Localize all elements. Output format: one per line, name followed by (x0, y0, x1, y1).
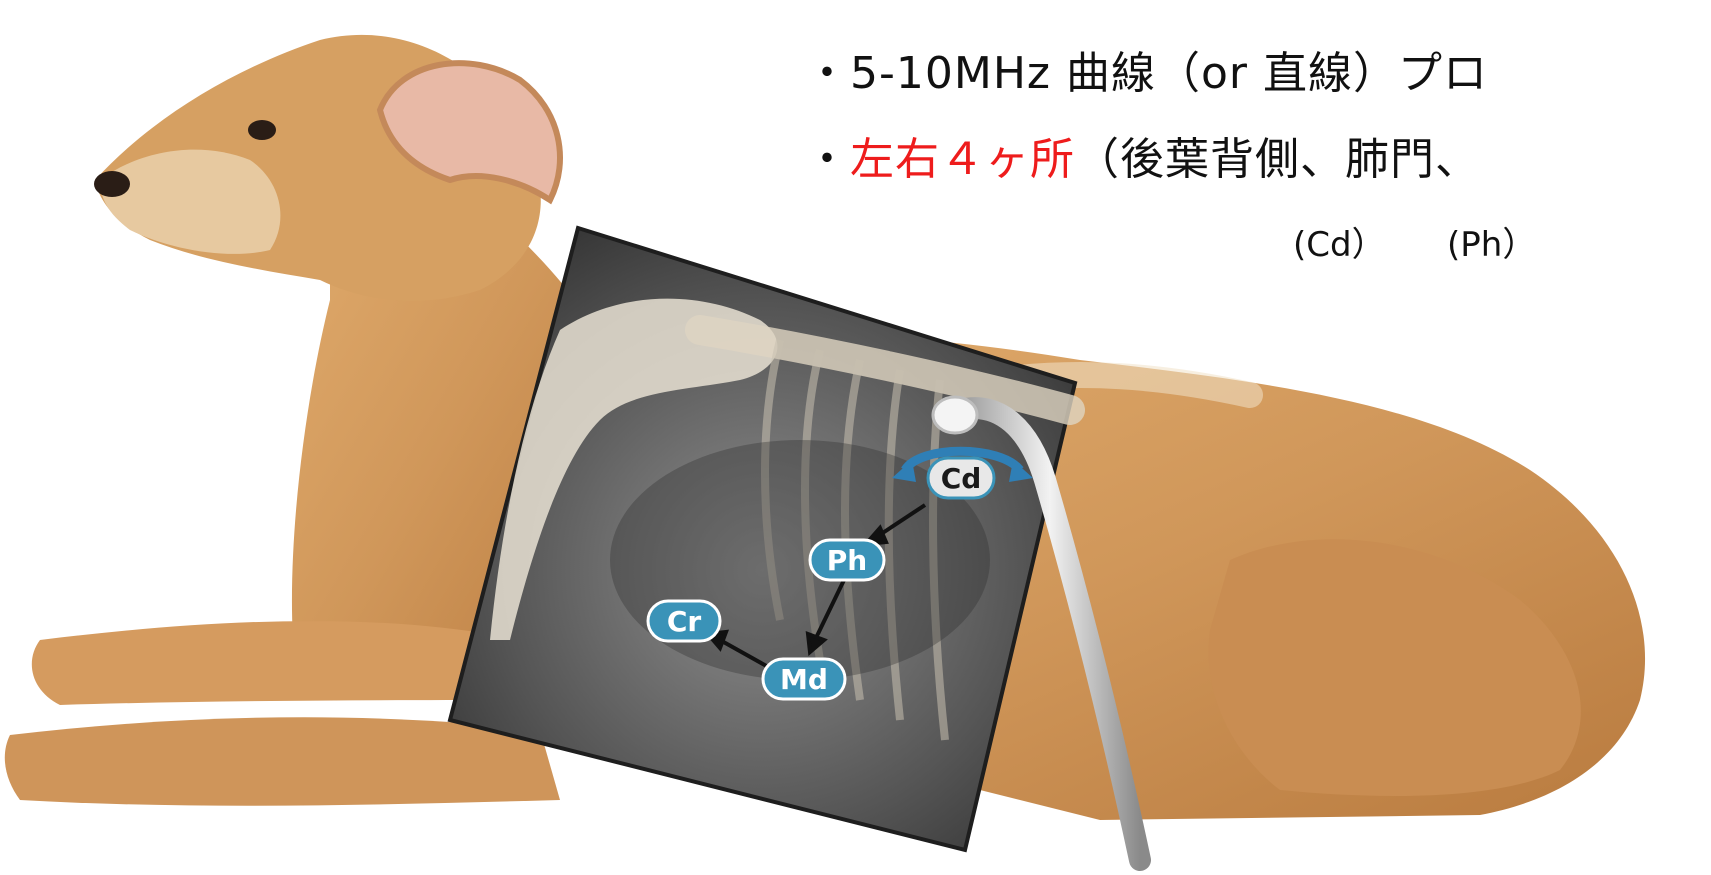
badge-ph-label: Ph (827, 544, 867, 577)
badge-cr-label: Cr (667, 605, 702, 638)
dog-nose (94, 171, 130, 197)
badge-cd: Cd (928, 458, 994, 498)
badge-cr: Cr (648, 601, 720, 641)
badge-ph: Ph (810, 540, 884, 580)
scan-sites-bullet: ・ (805, 134, 850, 185)
dog-front-leg-lower (5, 717, 560, 806)
sub-label-cd: (Cd） (1293, 228, 1386, 262)
badge-md: Md (763, 659, 845, 699)
scan-sites-line: ・左右４ヶ所（後葉背側、肺門、 (805, 138, 1480, 182)
probe-spec-line: ・5-10MHz 曲線（or 直線）プロ (805, 52, 1488, 96)
probe-spec-text: ・5-10MHz 曲線（or 直線）プロ (805, 48, 1488, 99)
dog-muzzle (100, 150, 280, 254)
badge-md-label: Md (780, 663, 828, 696)
probe-head (933, 397, 977, 433)
dog-eye (248, 120, 276, 140)
sub-label-ph: (Ph） (1447, 228, 1536, 262)
badge-cd-label: Cd (941, 462, 982, 495)
scan-sites-highlight: 左右４ヶ所 (850, 134, 1075, 185)
scan-sites-detail: （後葉背側、肺門、 (1075, 134, 1480, 185)
